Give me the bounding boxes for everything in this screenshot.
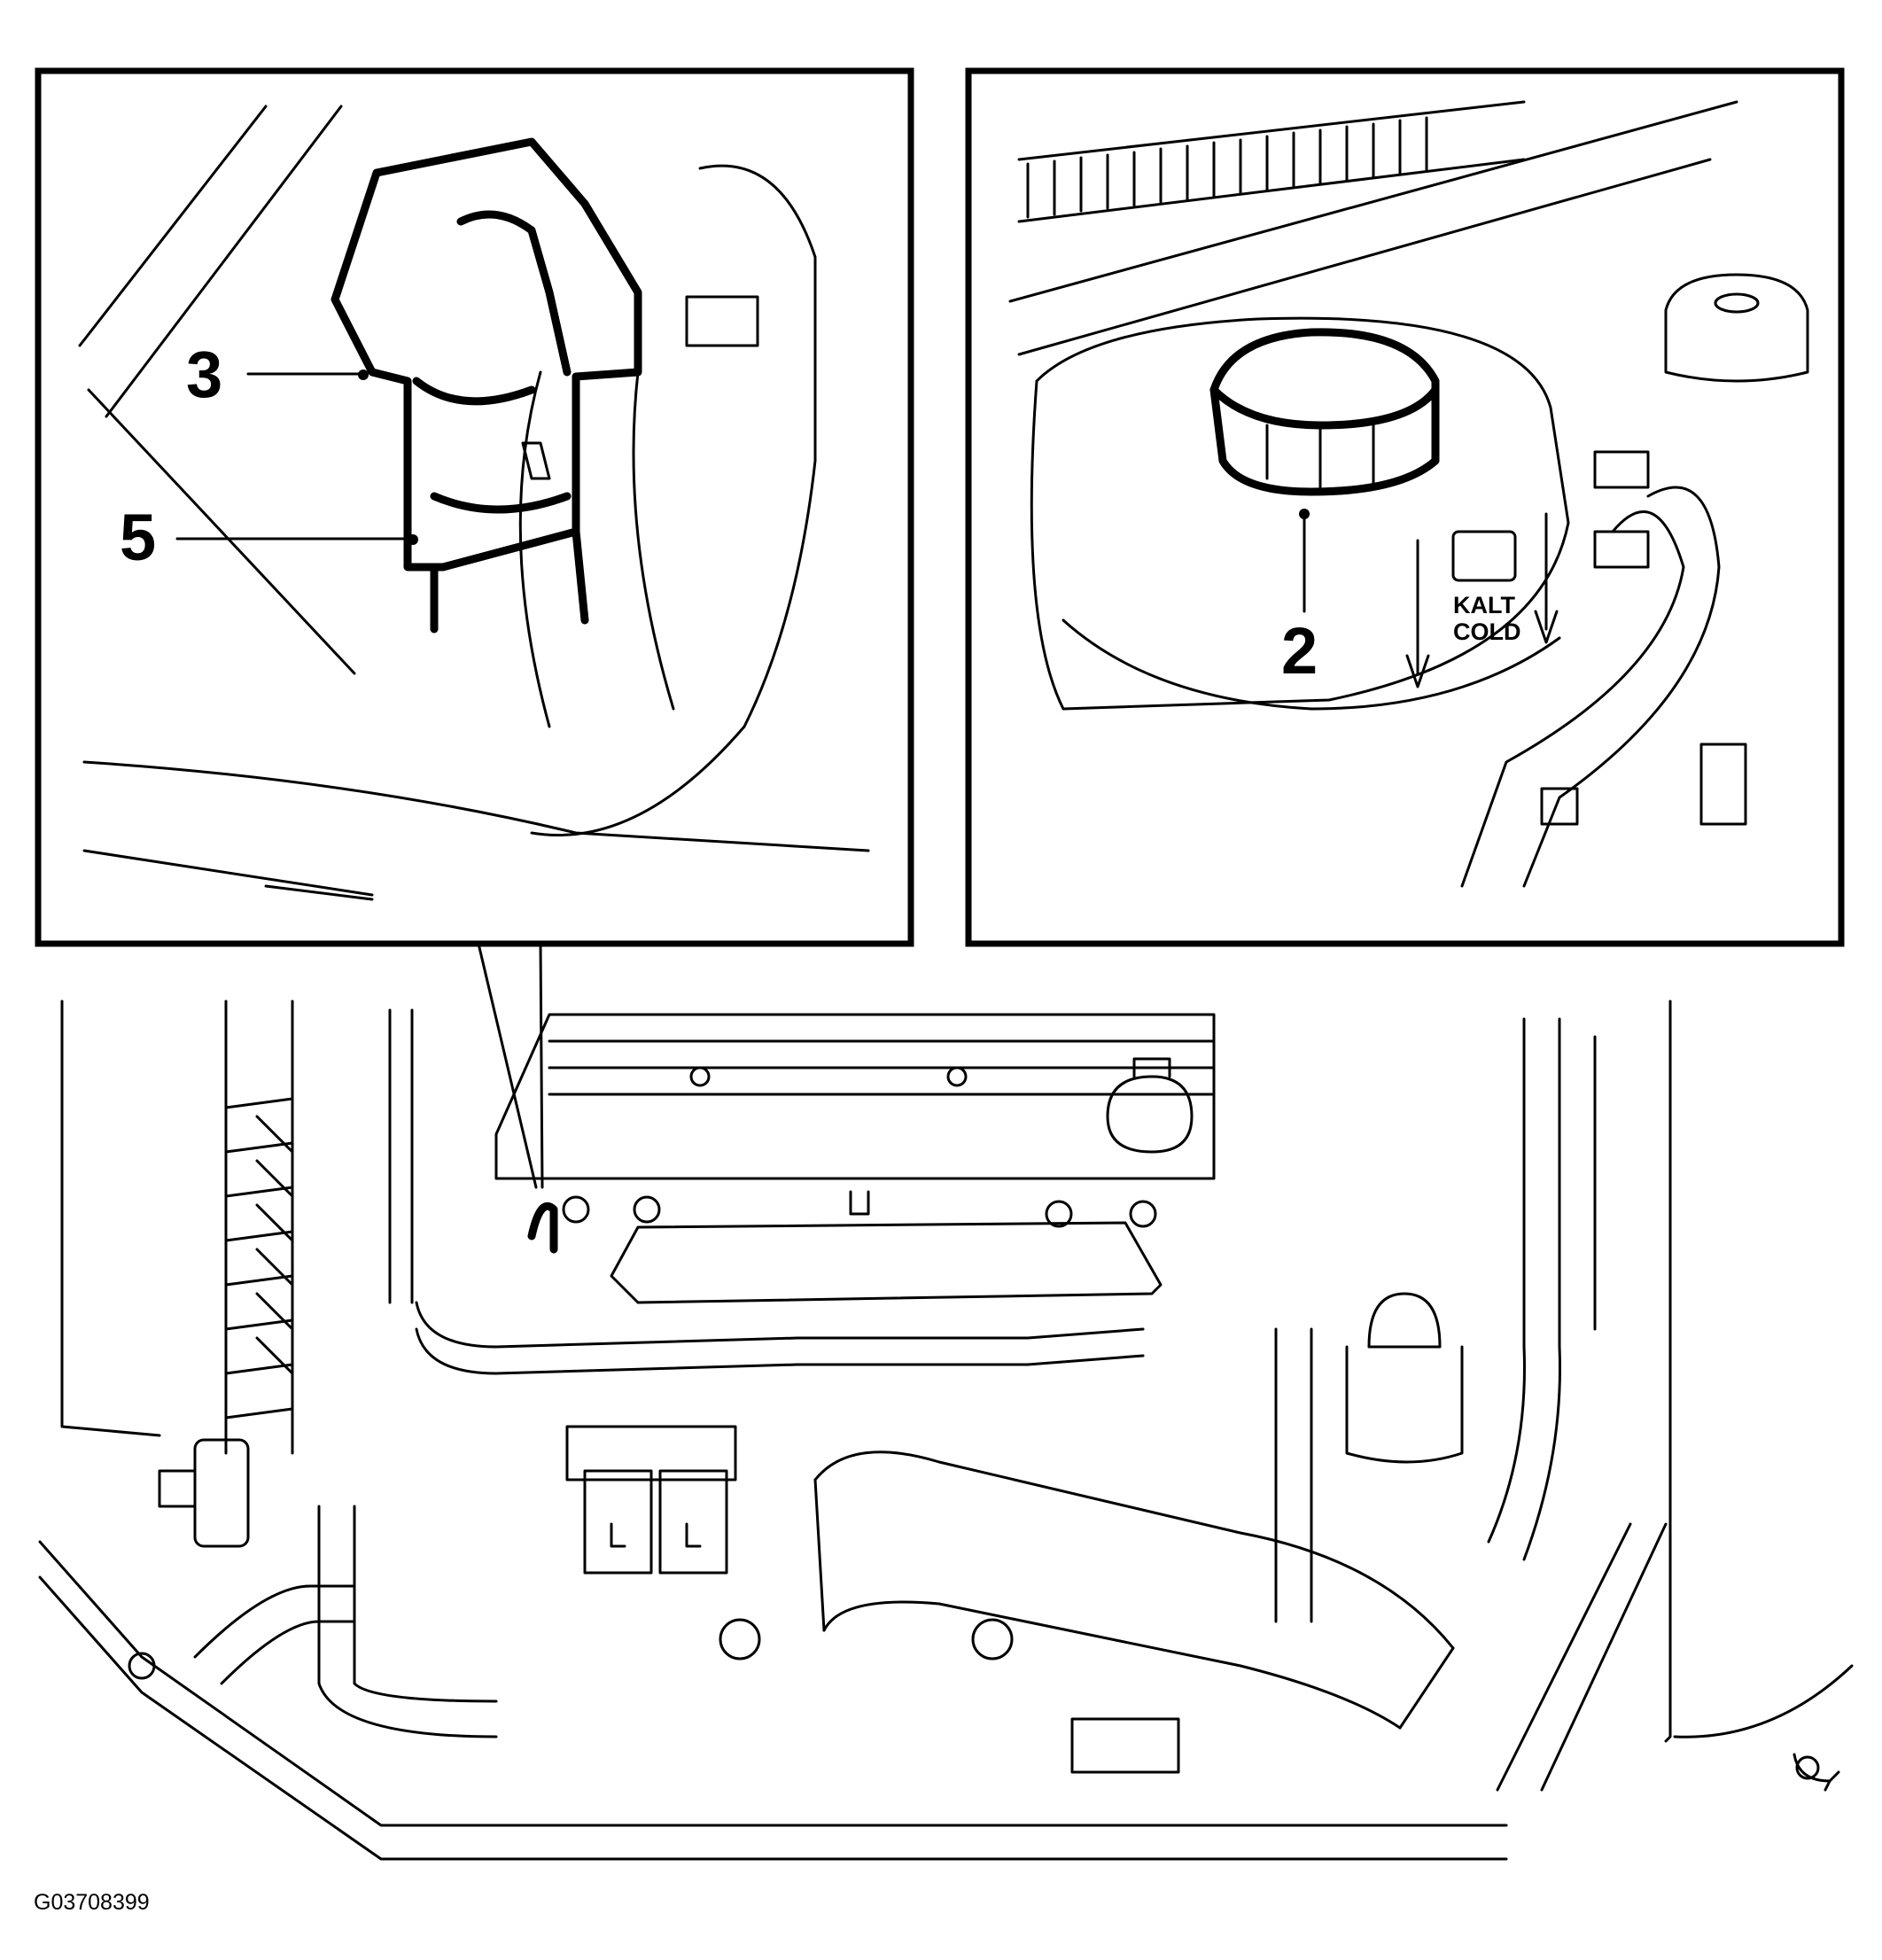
radiator-grille-left: [224, 999, 294, 1455]
coolant-tank-overview: [1274, 1292, 1464, 1623]
intake-hose: [813, 1451, 1455, 1730]
orientation-symbol: [1793, 1753, 1840, 1792]
valve-cover: [494, 1013, 1216, 1180]
callout-2: 2: [1281, 614, 1318, 688]
intake-plenum: [562, 1190, 1163, 1304]
engine-bay-overview: [38, 999, 1854, 1861]
ignition-coils: [565, 1425, 737, 1575]
tank-label-cold: COLD: [1453, 618, 1521, 645]
detail-inset-expansion-tank: KALT COLD 2: [965, 67, 1845, 947]
callout-5: 5: [120, 501, 156, 574]
callout-3: 3: [186, 338, 222, 411]
tank-label-kalt: KALT: [1453, 592, 1515, 618]
detail-inset-sensor: 3 5: [35, 67, 914, 1189]
figure-id: G03708399: [34, 1890, 150, 1915]
